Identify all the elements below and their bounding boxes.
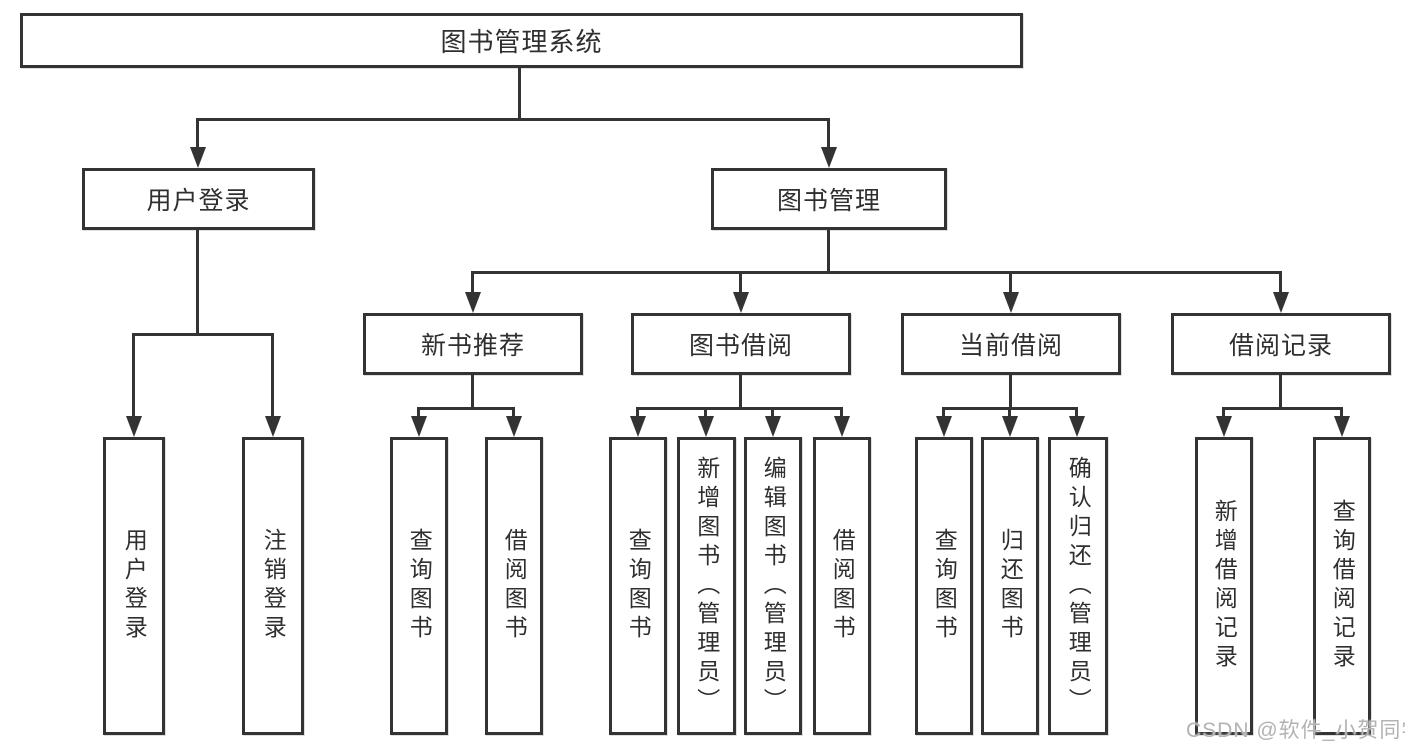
node-library-system: 图书管理系统 <box>20 13 1023 68</box>
arrow-down-icon <box>630 416 646 437</box>
node-borrow-records: 借阅记录 <box>1171 313 1391 375</box>
connector <box>827 230 830 274</box>
arrow-down-icon <box>834 416 850 437</box>
connector <box>840 407 843 420</box>
connector <box>1222 407 1342 410</box>
leaf-label: 归还图书 <box>997 528 1024 644</box>
node-book-management: 图书管理 <box>711 168 947 230</box>
connector <box>636 407 639 420</box>
leaf-label: 新增借阅记录 <box>1211 499 1238 673</box>
leaf-borrow-books-recommend: 借阅图书 <box>485 437 543 735</box>
connector <box>417 407 420 420</box>
arrow-down-icon <box>1273 292 1289 313</box>
connector <box>417 407 515 410</box>
connector <box>271 333 274 419</box>
leaf-user-login: 用户登录 <box>103 437 165 735</box>
node-new-book-recommend: 新书推荐 <box>363 313 583 375</box>
arrow-down-icon <box>1334 416 1350 437</box>
leaf-label: 查询图书 <box>406 528 433 644</box>
leaf-logout: 注销登录 <box>242 437 304 735</box>
arrow-down-icon <box>465 292 481 313</box>
leaf-query-books-current: 查询图书 <box>915 437 973 735</box>
connector <box>132 333 135 419</box>
connector <box>771 407 774 420</box>
leaf-label: 借阅图书 <box>829 528 856 644</box>
leaf-query-books-borrow: 查询图书 <box>609 437 667 735</box>
arrow-down-icon <box>126 416 142 437</box>
connector <box>942 407 945 420</box>
leaf-borrow-books: 借阅图书 <box>813 437 871 735</box>
arrow-down-icon <box>733 292 749 313</box>
connector <box>739 375 742 410</box>
connector <box>1279 375 1282 410</box>
connector <box>512 407 515 420</box>
arrow-down-icon <box>1216 416 1232 437</box>
leaf-label: 新增图书（管理员） <box>693 455 720 717</box>
connector <box>196 118 830 121</box>
connector <box>196 118 199 151</box>
arrow-down-icon <box>765 416 781 437</box>
connector <box>518 68 521 121</box>
connector <box>471 271 1281 274</box>
leaf-return-books: 归还图书 <box>981 437 1039 735</box>
arrow-down-icon <box>1069 416 1085 437</box>
leaf-label: 确认归还（管理员） <box>1065 455 1092 717</box>
node-book-borrow: 图书借阅 <box>631 313 851 375</box>
arrow-down-icon <box>1003 292 1019 313</box>
leaf-label: 编辑图书（管理员） <box>760 455 787 717</box>
leaf-label: 借阅图书 <box>501 528 528 644</box>
leaf-confirm-return-admin: 确认归还（管理员） <box>1048 437 1108 735</box>
connector <box>1279 271 1282 296</box>
leaf-query-books-recommend: 查询图书 <box>390 437 448 735</box>
leaf-add-books-admin: 新增图书（管理员） <box>677 437 736 735</box>
connector <box>704 407 707 420</box>
arrow-down-icon <box>698 416 714 437</box>
leaf-label: 查询图书 <box>931 528 958 644</box>
connector <box>132 333 274 336</box>
connector <box>739 271 742 296</box>
leaf-label: 查询借阅记录 <box>1329 499 1356 673</box>
connector <box>1075 407 1078 420</box>
watermark: CSDN @软件_小贺同学 <box>1186 719 1405 742</box>
arrow-down-icon <box>190 147 206 168</box>
leaf-edit-books-admin: 编辑图书（管理员） <box>744 437 802 735</box>
arrow-down-icon <box>411 416 427 437</box>
connector <box>636 407 842 410</box>
leaf-label: 查询图书 <box>625 528 652 644</box>
node-current-borrow: 当前借阅 <box>901 313 1121 375</box>
connector <box>1009 375 1012 410</box>
leaf-add-borrow-record: 新增借阅记录 <box>1195 437 1253 735</box>
connector <box>471 271 474 296</box>
connector <box>1340 407 1343 420</box>
connector <box>827 118 830 151</box>
arrow-down-icon <box>821 147 837 168</box>
connector <box>1222 407 1225 420</box>
connector <box>1009 271 1012 296</box>
connector <box>471 375 474 410</box>
leaf-query-borrow-record: 查询借阅记录 <box>1313 437 1371 735</box>
connector <box>1008 407 1011 420</box>
connector <box>196 230 199 336</box>
leaf-label: 用户登录 <box>121 528 148 644</box>
node-user-login: 用户登录 <box>82 168 315 230</box>
arrow-down-icon <box>265 416 281 437</box>
arrow-down-icon <box>506 416 522 437</box>
leaf-label: 注销登录 <box>260 528 287 644</box>
arrow-down-icon <box>936 416 952 437</box>
arrow-down-icon <box>1002 416 1018 437</box>
